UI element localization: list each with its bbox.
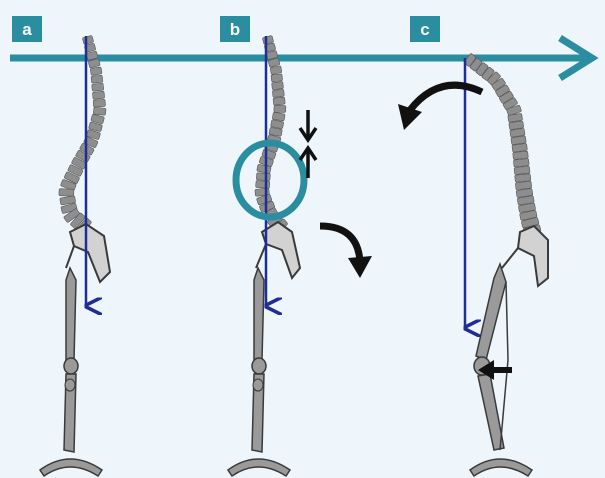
vertebra (515, 174, 531, 183)
vertebra (512, 143, 528, 152)
panel-label-b: b (220, 16, 250, 42)
vertebra (274, 105, 286, 112)
vertebra (272, 112, 285, 121)
spine-b (255, 35, 288, 233)
femur-c (476, 264, 506, 360)
foot-b (228, 459, 290, 476)
vertebra (256, 173, 270, 181)
vertebra (514, 166, 530, 174)
vertebra (513, 159, 529, 167)
vertebra (93, 99, 105, 107)
svg-text:b: b (230, 20, 240, 39)
vertebra (273, 97, 285, 105)
panel-label-c: c (410, 16, 440, 42)
pelvic-rotation-arrow (320, 226, 372, 278)
trunk-rotation-arrow (398, 85, 482, 130)
femur-b (254, 268, 264, 360)
vertebra (271, 74, 283, 82)
vertebra (513, 151, 529, 160)
knee-b (252, 358, 266, 374)
foot-c (470, 459, 532, 476)
svg-text:c: c (420, 20, 429, 39)
foot-a (40, 459, 102, 476)
vertebra (272, 82, 284, 90)
panel-label-a: a (12, 16, 42, 42)
svg-text:a: a (22, 20, 32, 39)
knee-a (64, 358, 78, 374)
vertebra (91, 75, 103, 83)
spine-c (464, 53, 542, 235)
vertebra (59, 189, 74, 197)
vertebra (90, 67, 102, 76)
pelvis-c (518, 226, 548, 286)
vertebra (92, 83, 104, 91)
vertebra (270, 66, 282, 75)
skeleton-c (464, 53, 548, 476)
vertebra (92, 91, 104, 99)
spine-a (59, 35, 106, 234)
vertebra (82, 35, 93, 44)
pelvis-a (70, 224, 110, 282)
pelvis-b (262, 222, 300, 278)
vertebra (256, 180, 270, 188)
femur-a (66, 268, 76, 360)
vertebra (272, 89, 284, 97)
tibia-c (478, 374, 504, 450)
skeleton-b (228, 35, 300, 476)
vertebra (93, 107, 106, 115)
skeleton-a (40, 35, 110, 476)
